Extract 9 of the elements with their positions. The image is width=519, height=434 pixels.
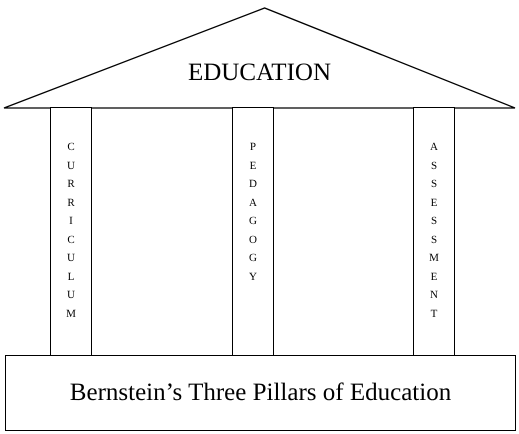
heading-text: EDUCATION	[188, 59, 332, 87]
pillar	[50, 107, 92, 356]
base-box: Bernstein’s Three Pillars of Education	[5, 355, 516, 431]
pillar	[232, 107, 274, 356]
vertical-label: ASSESSMENT	[429, 140, 439, 322]
pillar	[413, 107, 455, 356]
roof-triangle	[3, 7, 516, 109]
vertical-label: CURRICULUM	[66, 140, 76, 322]
vertical-label: PEDAGOGY	[249, 140, 257, 284]
